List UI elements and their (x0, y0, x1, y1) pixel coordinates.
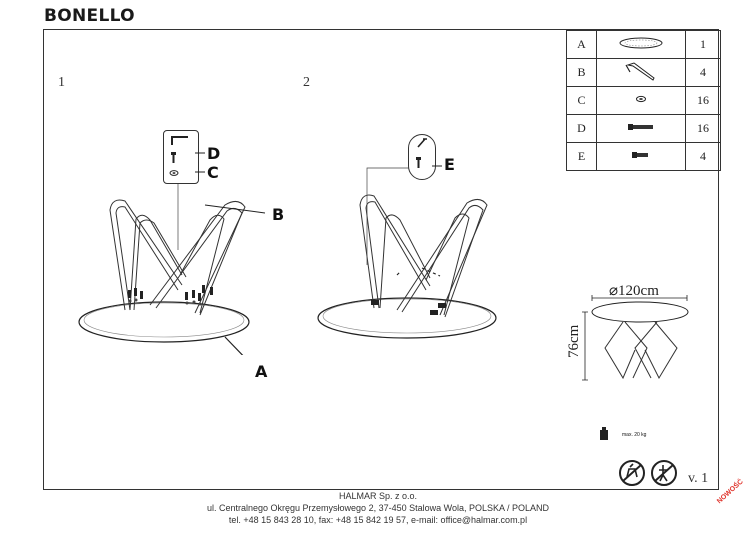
part-letter: E (566, 142, 597, 171)
part-letter: B (566, 58, 597, 87)
part-qty: 4 (685, 142, 721, 171)
washer-icon (596, 86, 686, 115)
callout-c: C (207, 163, 219, 182)
table-top-icon (596, 30, 686, 59)
no-standing-icon (651, 460, 677, 486)
callout-e: E (444, 155, 455, 174)
parts-row: C 16 (566, 86, 721, 115)
callout-b: B (272, 205, 285, 224)
leg-frame-icon (596, 58, 686, 87)
part-letter: D (566, 114, 597, 143)
parts-row: E 4 (566, 142, 721, 171)
footer-contact: tel. +48 15 843 28 10, fax: +48 15 842 1… (228, 515, 528, 525)
part-letter: C (566, 86, 597, 115)
footer-address: ul. Centralnego Okręgu Przemysłowego 2, … (206, 503, 549, 513)
short-bolt-detail-icon (416, 138, 427, 168)
footer-company: HALMAR Sp. z o.o. (338, 491, 418, 501)
part-letter: A (566, 30, 597, 59)
parts-row: B 4 (566, 58, 721, 87)
diameter-label: ⌀120cm (609, 283, 659, 299)
step-1-illustration (78, 165, 266, 355)
dimension-drawing (582, 295, 689, 381)
bolt-washer-detail-icon (169, 136, 188, 176)
part-qty: 4 (685, 58, 721, 87)
short-bolt-icon (596, 142, 686, 171)
document-title: BONELLO (44, 6, 135, 26)
max-load-label: max. 20 kg (622, 432, 647, 438)
part-qty: 1 (685, 30, 721, 59)
instruction-frame (43, 29, 719, 490)
step-2-illustration (317, 167, 497, 339)
step-number-2: 2 (303, 75, 310, 90)
step-2-detail-box (408, 134, 436, 180)
step-1-detail-box (163, 130, 199, 184)
parts-row: A 1 (566, 30, 721, 59)
long-bolt-icon (596, 114, 686, 143)
height-label: 76cm (566, 324, 582, 358)
parts-list-table: A 1 B 4 C 16 D 16 E 4 (566, 30, 721, 171)
step-number-1: 1 (58, 75, 65, 90)
no-sitting-icon (619, 460, 645, 486)
parts-row: D 16 (566, 114, 721, 143)
callout-d: D (207, 144, 221, 163)
part-qty: 16 (685, 86, 721, 115)
version-label: v. 1 (688, 471, 709, 486)
part-qty: 16 (685, 114, 721, 143)
callout-a: A (255, 362, 268, 381)
weight-icon (600, 427, 608, 440)
